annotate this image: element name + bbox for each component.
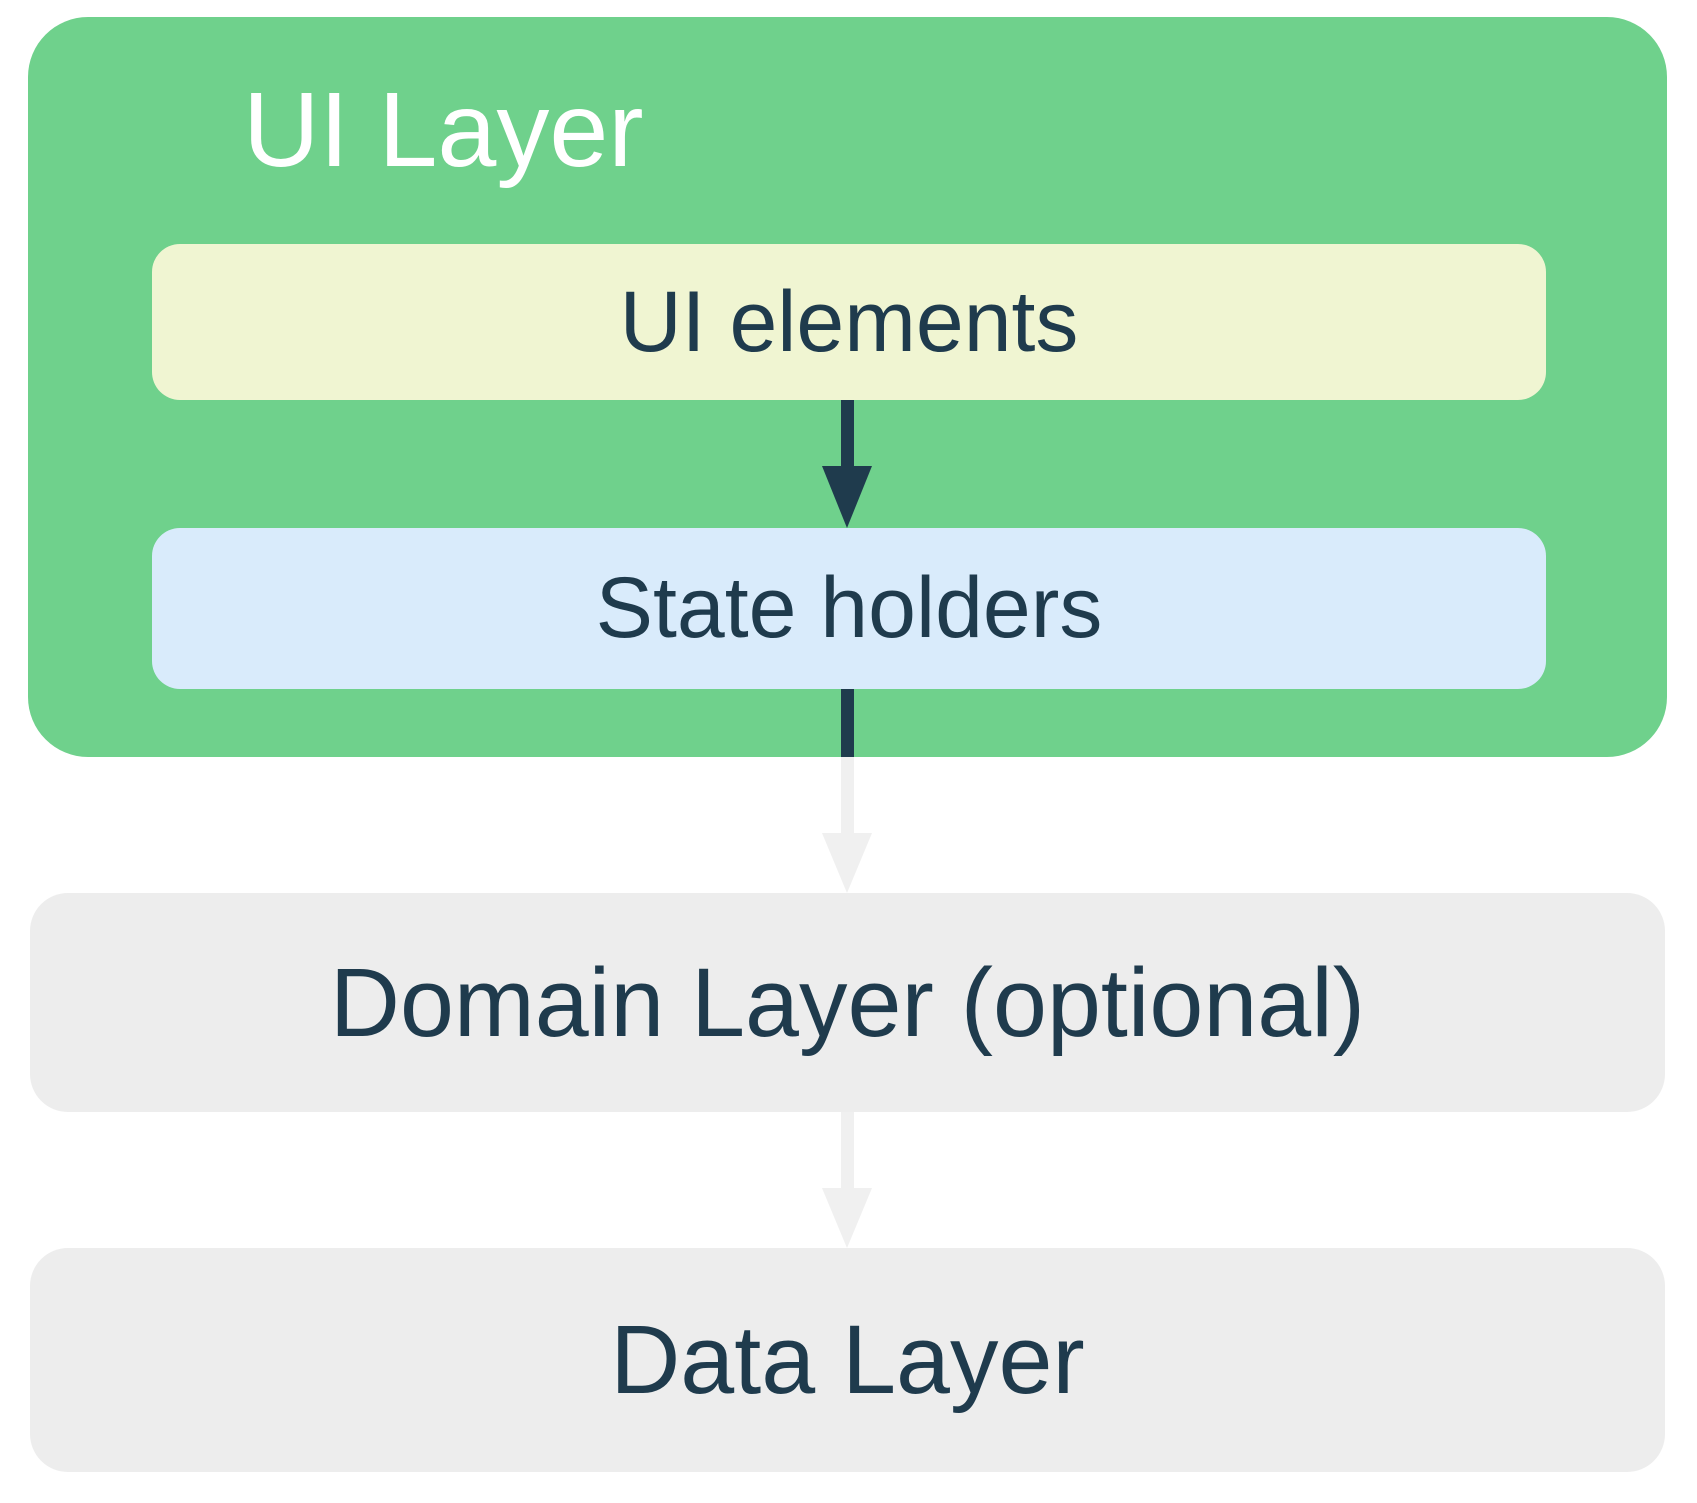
arrow-down-head-icon	[822, 466, 872, 528]
state-holders-label: State holders	[595, 560, 1103, 656]
data-layer-label: Data Layer	[610, 1305, 1085, 1414]
arrow-down-icon	[841, 1112, 854, 1190]
ui-elements-label: UI elements	[619, 273, 1079, 370]
arrow-down-icon	[841, 689, 854, 757]
data-layer-box: Data Layer	[30, 1248, 1665, 1472]
arrow-down-icon	[841, 400, 854, 468]
ui-elements-box: UI elements	[152, 244, 1546, 400]
ui-layer-title: UI Layer	[243, 71, 644, 189]
arrow-down-head-icon	[822, 833, 872, 893]
domain-layer-box: Domain Layer (optional)	[30, 893, 1665, 1112]
arrow-down-head-icon	[822, 1188, 872, 1248]
arrow-down-icon	[841, 757, 854, 835]
state-holders-box: State holders	[152, 528, 1546, 689]
domain-layer-label: Domain Layer (optional)	[329, 947, 1366, 1057]
